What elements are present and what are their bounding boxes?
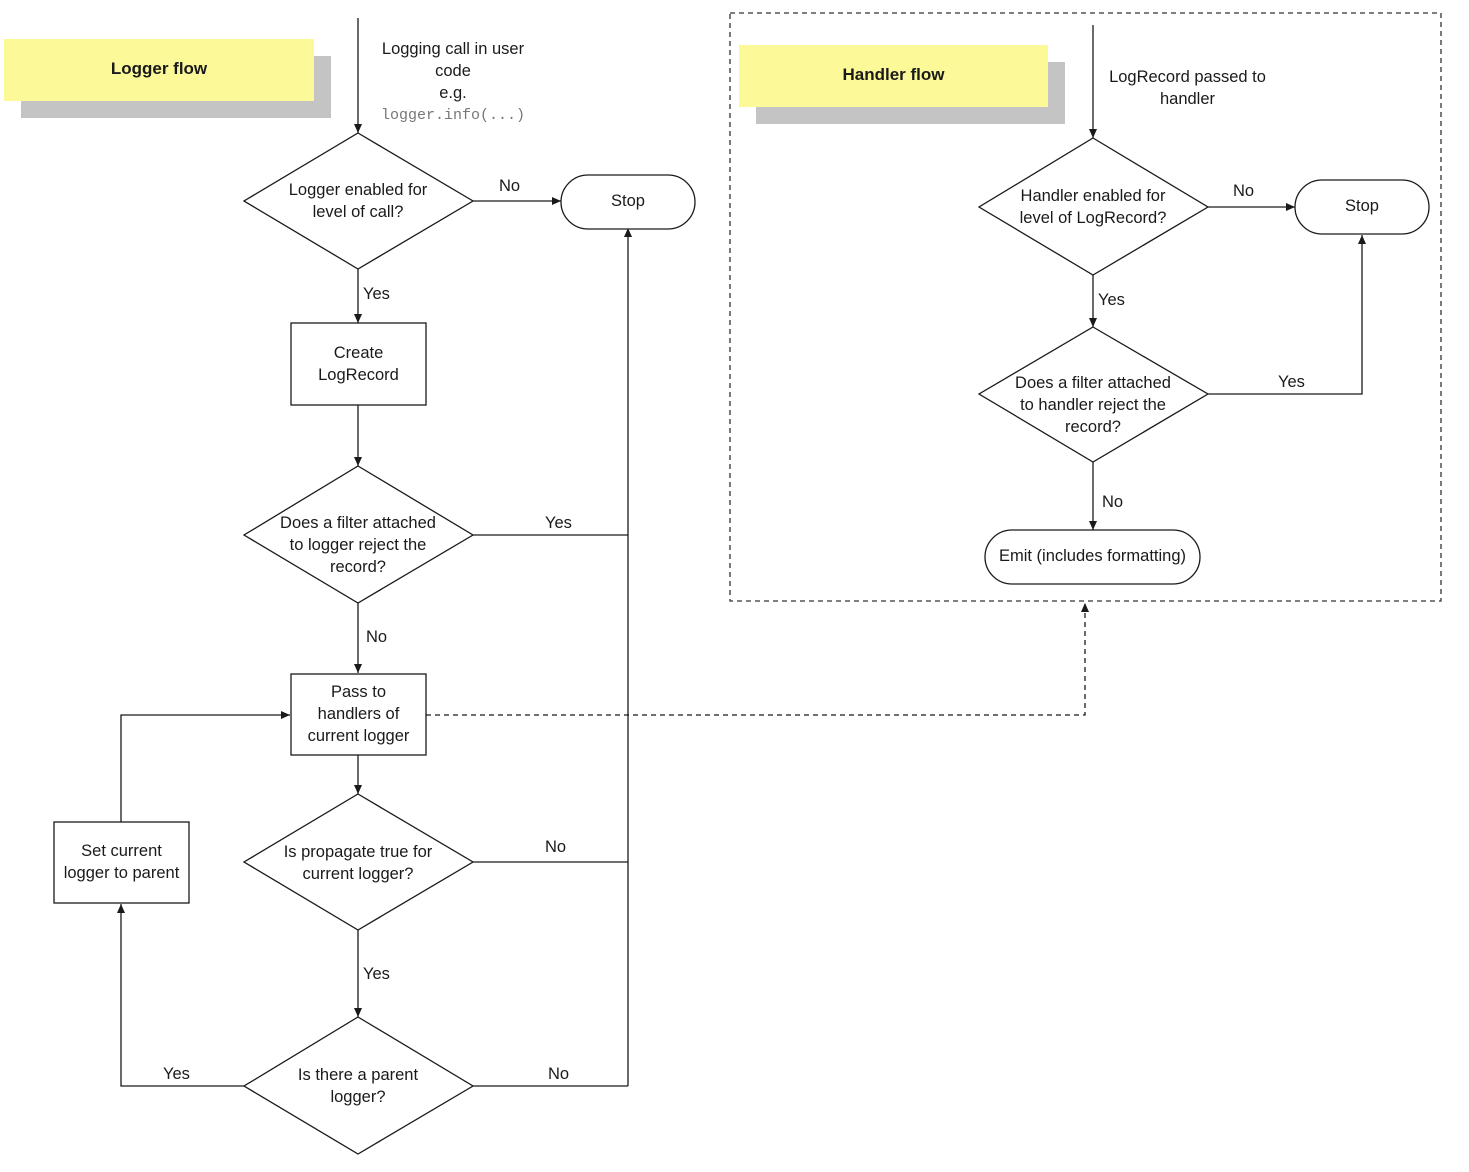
process-pass-to-handlers: [290, 673, 427, 756]
decision-logger-enabled: [242, 132, 475, 270]
handler-flow-title-note: [739, 45, 1048, 107]
edge-label-handler-enabled-yes: Yes: [1098, 291, 1125, 309]
edge-label-parent-yes: Yes: [163, 1065, 190, 1083]
decision-handler-enabled-label: Handler enabled for level of LogRecord?: [1019, 187, 1167, 227]
set-parent-label: Set current logger to parent: [63, 842, 180, 882]
decision-propagate: [242, 793, 475, 931]
logger-start-text: Logging call in user code e.g.: [381, 40, 525, 102]
handler-flow-title: Handler flow: [842, 65, 945, 84]
edge-label-propagate-yes: Yes: [363, 965, 390, 983]
stop-logger-label: Stop: [611, 192, 645, 210]
decision-handler-enabled: [977, 137, 1210, 276]
edge-label-logger-filter-no: No: [366, 628, 388, 646]
logger-start-code: logger.info(...): [380, 107, 526, 124]
edge-label-parent-no: No: [548, 1065, 570, 1083]
decision-handler-filter-label: Does a filter attached to handler reject…: [1015, 374, 1171, 436]
logger-flow-title: Logger flow: [110, 59, 208, 78]
stop-terminator-handler: [1294, 179, 1430, 235]
edge-label-logger-filter-yes: Yes: [545, 514, 572, 532]
edge-label-propagate-no: No: [545, 838, 567, 856]
handler-start-text: LogRecord passed to handler: [1109, 68, 1266, 108]
emit-label: Emit (includes formatting): [998, 547, 1187, 565]
process-create-logrecord: [290, 322, 427, 406]
terminator-emit: [984, 529, 1201, 585]
decision-parent-label: Is there a parent logger?: [297, 1066, 419, 1106]
decision-logger-filter-label: Does a filter attached to logger reject …: [280, 514, 436, 576]
stop-handler-label: Stop: [1345, 197, 1379, 215]
handler-flow-frame: [729, 12, 1442, 602]
decision-logger-enabled-label: Logger enabled for level of call?: [288, 181, 428, 221]
edge-label-handler-filter-yes: Yes: [1278, 373, 1305, 391]
pass-to-handlers-label: Pass to handlers of current logger: [307, 683, 410, 745]
decision-propagate-label: Is propagate true for current logger?: [283, 843, 433, 883]
decision-logger-filter: [242, 465, 475, 604]
edge-label-handler-filter-no: No: [1102, 493, 1124, 511]
stop-terminator-logger: [560, 174, 696, 230]
decision-handler-filter: [977, 326, 1210, 463]
edge-label-handler-enabled-no: No: [1233, 182, 1255, 200]
process-set-parent: [53, 821, 190, 904]
edge-label-logger-enabled-yes: Yes: [363, 285, 390, 303]
logger-flow-title-note: [4, 39, 314, 101]
decision-parent: [242, 1016, 475, 1155]
edge-handler-filter-yes: [1208, 235, 1366, 395]
edge-label-logger-enabled-no: No: [499, 177, 521, 195]
create-logrecord-label: Create LogRecord: [318, 344, 399, 384]
edge-set-parent-to-pass: [120, 711, 290, 822]
edge-pass-to-handler-flow: [426, 603, 1089, 716]
edge-parent-yes: [117, 904, 245, 1087]
